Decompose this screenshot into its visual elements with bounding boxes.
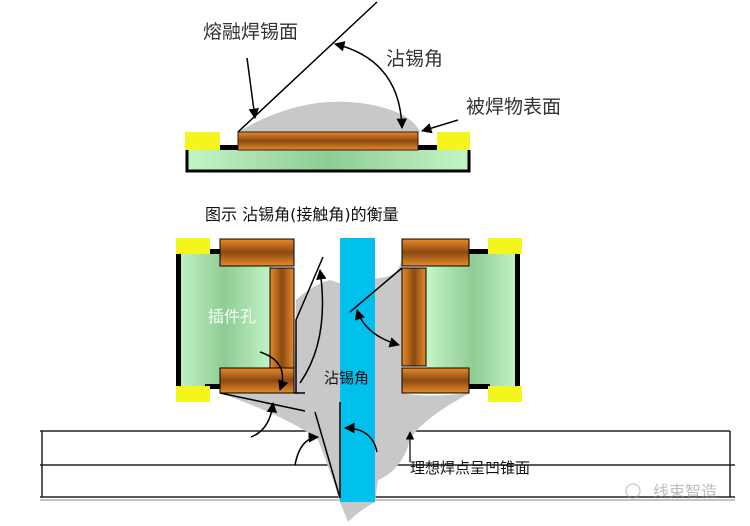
left-board-edge — [176, 252, 181, 386]
right-bottom-pad — [488, 386, 522, 402]
angle-arrow-3 — [250, 401, 278, 438]
left-bottom-strip — [205, 384, 225, 389]
right-copper-wall — [401, 267, 427, 367]
right-tangent-line — [349, 267, 403, 313]
left-board-body — [176, 252, 273, 386]
left-top-pad — [176, 238, 210, 254]
angle-arrow-1 — [299, 268, 327, 384]
left-tangent-line — [295, 256, 324, 393]
label-wetting-angle-bottom: 沾锡角 — [324, 369, 369, 387]
left-copper-wall — [269, 267, 295, 369]
label-molten-surface: 熔融焊锡面 — [203, 21, 298, 43]
right-copper-bottom — [401, 367, 470, 394]
tangent-line — [237, 1, 378, 133]
label-soldered-surface: 被焊物表面 — [466, 96, 561, 118]
bottom-diagram: 插件孔 沾锡角 理想焊点呈凹锥面 — [40, 238, 735, 522]
angle-arrow-5 — [343, 422, 378, 453]
watermark-text: 线束智造 — [653, 482, 717, 501]
watermark: 线束智造 — [625, 482, 717, 501]
caption: 图示 沾锡角(接触角)的衡量 — [205, 205, 399, 224]
angle-arc-arrow — [333, 41, 407, 130]
wechat-icon — [625, 483, 641, 499]
component-pin — [340, 238, 375, 502]
left-copper-top — [219, 238, 295, 267]
copper-bar — [237, 131, 419, 151]
angle-arrow-6 — [354, 309, 401, 348]
board-base — [186, 150, 470, 172]
label-wetting-angle-top: 沾锡角 — [386, 48, 443, 70]
right-pad — [437, 132, 470, 150]
right-board-edge — [515, 252, 520, 386]
right-top-strip — [465, 249, 490, 254]
label-ideal-joint: 理想焊点呈凹锥面 — [410, 459, 530, 477]
angle-arrow-4 — [294, 432, 320, 466]
top-diagram: 熔融焊锡面 沾锡角 被焊物表面 图示 沾锡角(接触角)的衡量 — [185, 1, 561, 224]
right-board-body — [426, 252, 520, 386]
molten-surface-arrow — [246, 57, 259, 120]
lower-left-tangent — [219, 392, 306, 412]
right-copper-top — [401, 238, 470, 267]
label-through-hole: 插件孔 — [208, 307, 256, 326]
left-bottom-pad — [176, 386, 210, 402]
left-pad — [185, 132, 220, 150]
angle-arrow-2 — [259, 351, 289, 391]
left-top-strip — [205, 249, 225, 254]
right-bottom-strip — [465, 384, 490, 389]
cone-line — [314, 411, 341, 499]
right-top-pad — [488, 238, 522, 254]
soldered-surface-arrow — [420, 119, 459, 134]
board-outline — [185, 150, 471, 173]
